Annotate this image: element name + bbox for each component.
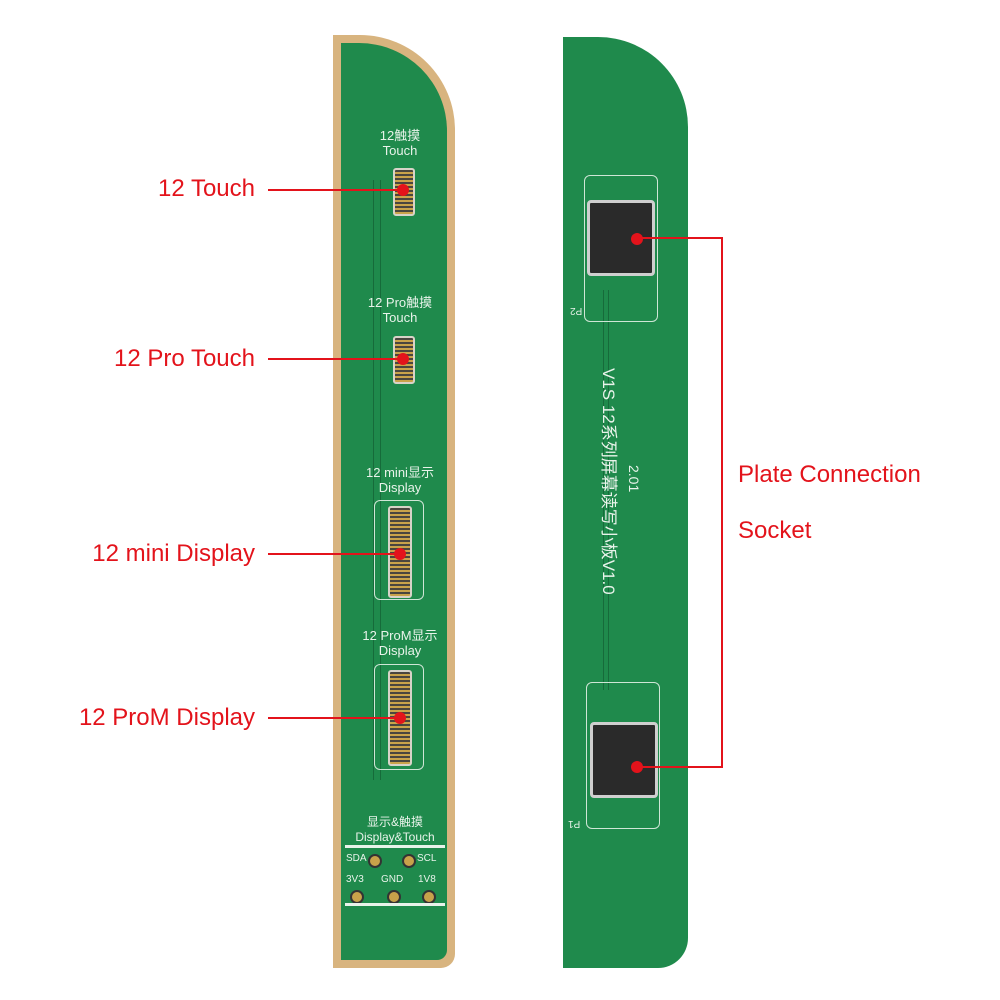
callout-dot [394,712,406,724]
callout-socket: Socket [738,517,812,544]
pcb-trace [603,290,604,690]
callout-dot [394,548,406,560]
silk-cn: 12 mini显示 [366,465,434,480]
callout-line [637,766,723,768]
callout-line [268,358,403,360]
silk-cn: 12 ProM显示 [362,628,438,643]
callout-dot [631,233,643,245]
callout-12-pro-touch: 12 Pro Touch [114,345,255,372]
board-code-silk: 2.01 [626,465,642,493]
silk-en: Display&Touch [355,830,435,844]
board-title-silk: V1S 12系列屏幕读写小板V1.0 [599,368,618,595]
silk-divider [345,903,445,906]
pad-label-3v3: 3V3 [346,874,364,885]
gnd-pad [387,890,401,904]
silk-en: Display [378,480,422,495]
connector-outline [374,500,424,600]
p1-label: P1 [568,818,581,829]
pcb-trace [380,180,381,780]
3v3-pad [350,890,364,904]
socket-outline-p2 [584,175,658,322]
scl-pad [402,854,416,868]
right-pcb-board [563,37,688,968]
silk-cn: 显示&触摸 [366,815,423,829]
silk-en: Display [378,643,422,658]
pcb-trace [373,180,374,780]
pcb-trace [608,290,609,690]
1v8-pad [422,890,436,904]
callout-12-prom-display: 12 ProM Display [78,704,255,731]
silk-cn: 12触摸 [379,128,421,143]
silk-en: Touch [382,310,418,325]
callout-line [268,189,403,191]
callout-12-mini-display: 12 mini Display [92,540,255,567]
silk-cn: 12 Pro触摸 [367,295,433,310]
pad-label-gnd: GND [381,874,404,885]
callout-line [721,237,723,768]
callout-dot [397,353,409,365]
p2-label: P2 [570,305,583,316]
pad-label-1v8: 1V8 [418,874,436,885]
callout-12-touch: 12 Touch [158,175,255,202]
pad-label-scl: SCL [417,853,437,864]
pad-label-sda: SDA [346,853,367,864]
callout-line [268,717,400,719]
socket-p1 [590,722,658,798]
callout-dot [397,184,409,196]
silk-divider [345,845,445,848]
callout-line [268,553,400,555]
sda-pad [368,854,382,868]
callout-plate-connection: Plate Connection [738,461,921,488]
callout-line [637,237,723,239]
socket-outline-p1 [586,682,660,829]
silk-en: Touch [382,143,418,158]
